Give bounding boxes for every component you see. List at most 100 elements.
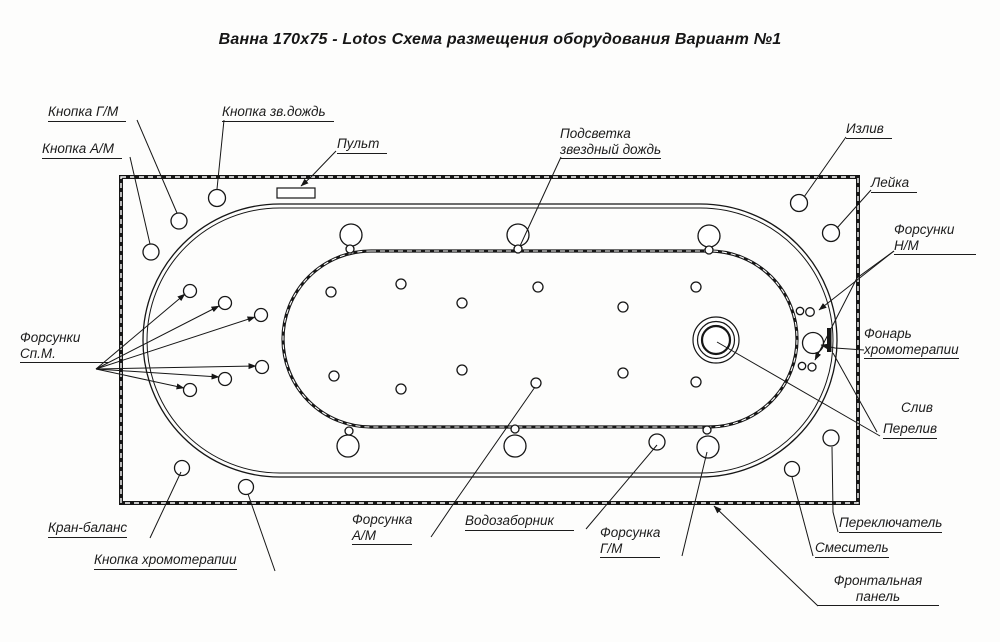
floor-air-jet	[690, 376, 702, 388]
floor-air-jet	[617, 301, 629, 313]
label-knopka-gm: Кнопка Г/М	[48, 104, 127, 122]
spine-massage-jet	[182, 382, 198, 398]
rim-light	[697, 224, 721, 248]
leader-spm-jet-1	[95, 293, 186, 370]
rim-nozzle	[510, 424, 520, 434]
control-panel-pult	[276, 187, 316, 199]
drain-outer-ring	[692, 316, 740, 364]
leader-forsunki-nm-1	[818, 250, 895, 311]
leader-pereliv	[832, 352, 878, 433]
chromo-button	[237, 478, 255, 496]
label-podsvetka: Подсветка звездный дождь	[560, 126, 662, 160]
nm-jet	[807, 362, 817, 372]
spine-massage-jet	[254, 359, 270, 375]
balance-valve	[173, 459, 191, 477]
label-front-panel: Фронтальная панель	[817, 573, 939, 607]
tub-outer-frame-hatch	[120, 176, 859, 504]
gm-button	[170, 212, 188, 230]
label-sliv: Слив	[901, 400, 933, 415]
floor-air-jet	[532, 281, 544, 293]
leader-spm-jet-2	[95, 305, 220, 370]
am-button	[142, 243, 160, 261]
drain-middle-ring	[696, 320, 736, 360]
star-rain-button	[207, 188, 227, 208]
leader-pereklyuchatel	[831, 446, 839, 533]
tub-outer-frame	[119, 175, 860, 505]
label-forsunki-spm: Форсунки Сп.М.	[20, 330, 109, 364]
label-pereklyuchatel: Переключатель	[839, 515, 943, 533]
mixer-tap	[783, 460, 801, 478]
floor-air-jet	[395, 383, 407, 395]
drain-inner-ring	[700, 324, 732, 356]
leader-kran-balans	[149, 471, 182, 539]
leader-spm-jet-3	[95, 316, 256, 370]
label-forsunki-nm: Форсунки Н/М	[894, 222, 976, 256]
leader-spm-jet-6	[95, 368, 185, 390]
label-forsunka-gm: Форсунка Г/М	[600, 525, 661, 559]
rim-nozzle	[344, 426, 354, 436]
diverter-switch	[822, 429, 840, 447]
leader-knopka-zv	[216, 119, 225, 190]
leader-smesitel	[791, 476, 814, 557]
leader-fonar	[820, 343, 865, 351]
leader-forsunki-nm-2	[814, 250, 895, 361]
label-knopka-am: Кнопка А/М	[42, 141, 122, 159]
rim-light	[503, 434, 527, 458]
label-knopka-zv-dozhd: Кнопка зв.дождь	[222, 104, 334, 122]
spout-izliv	[789, 193, 809, 213]
hand-shower-leika	[821, 223, 841, 243]
leader-vodozabornik	[585, 444, 658, 530]
floor-air-jet	[325, 286, 337, 298]
rim-light	[506, 223, 530, 247]
water-intake	[648, 433, 666, 451]
rim-light	[696, 435, 720, 459]
floor-air-jet	[395, 278, 407, 290]
diagram-title: Ванна 170х75 - Lotos Схема размещения об…	[218, 31, 782, 48]
nm-jet	[795, 306, 805, 316]
label-izliv: Излив	[846, 121, 892, 139]
nm-jet	[805, 307, 815, 317]
leader-knopka-hromo	[247, 493, 276, 572]
spine-massage-jet	[253, 307, 269, 323]
nm-jet	[797, 361, 807, 371]
label-pereliv: Перелив	[883, 421, 938, 439]
leader-podsvetka	[519, 156, 562, 247]
spine-massage-jet	[217, 371, 233, 387]
rim-light	[339, 223, 363, 247]
label-leika: Лейка	[871, 175, 918, 193]
label-fonar-chromo: Фонарь хромотерапии	[864, 326, 959, 360]
basin-edge-hatch	[282, 250, 798, 428]
floor-air-jet	[456, 297, 468, 309]
label-forsunka-am: Форсунка А/М	[352, 512, 413, 546]
label-vodozabornik: Водозаборник	[465, 513, 574, 531]
floor-air-jet	[690, 281, 702, 293]
floor-air-jet	[617, 367, 629, 379]
leader-knopka-am	[129, 156, 151, 245]
leader-forsunka-am	[430, 386, 536, 538]
leader-sliv	[716, 341, 881, 437]
leader-front-panel	[713, 505, 819, 607]
rim-nozzle	[702, 425, 712, 435]
rim-nozzle	[513, 244, 523, 254]
tub-rim-inner-line	[146, 207, 834, 474]
leader-knopka-gm	[136, 119, 178, 214]
label-pult: Пульт	[337, 136, 388, 154]
rim-nozzle	[345, 244, 355, 254]
floor-air-jet	[456, 364, 468, 376]
leader-izliv	[803, 136, 847, 198]
leader-pult	[300, 150, 337, 187]
leader-spm-jet-5	[95, 368, 220, 380]
floor-air-jet	[328, 370, 340, 382]
overflow-slot	[827, 328, 832, 352]
label-kran-balans: Кран-баланс	[48, 520, 128, 538]
rim-nozzle	[704, 245, 714, 255]
spine-massage-jet	[217, 295, 233, 311]
spine-massage-jet	[182, 283, 198, 299]
leader-leika	[836, 189, 872, 229]
label-knopka-hromo: Кнопка хромотерапии	[94, 552, 237, 570]
tub-rim-outer-line	[142, 203, 838, 478]
leader-forsunka-gm	[681, 451, 708, 557]
rim-light	[336, 434, 360, 458]
